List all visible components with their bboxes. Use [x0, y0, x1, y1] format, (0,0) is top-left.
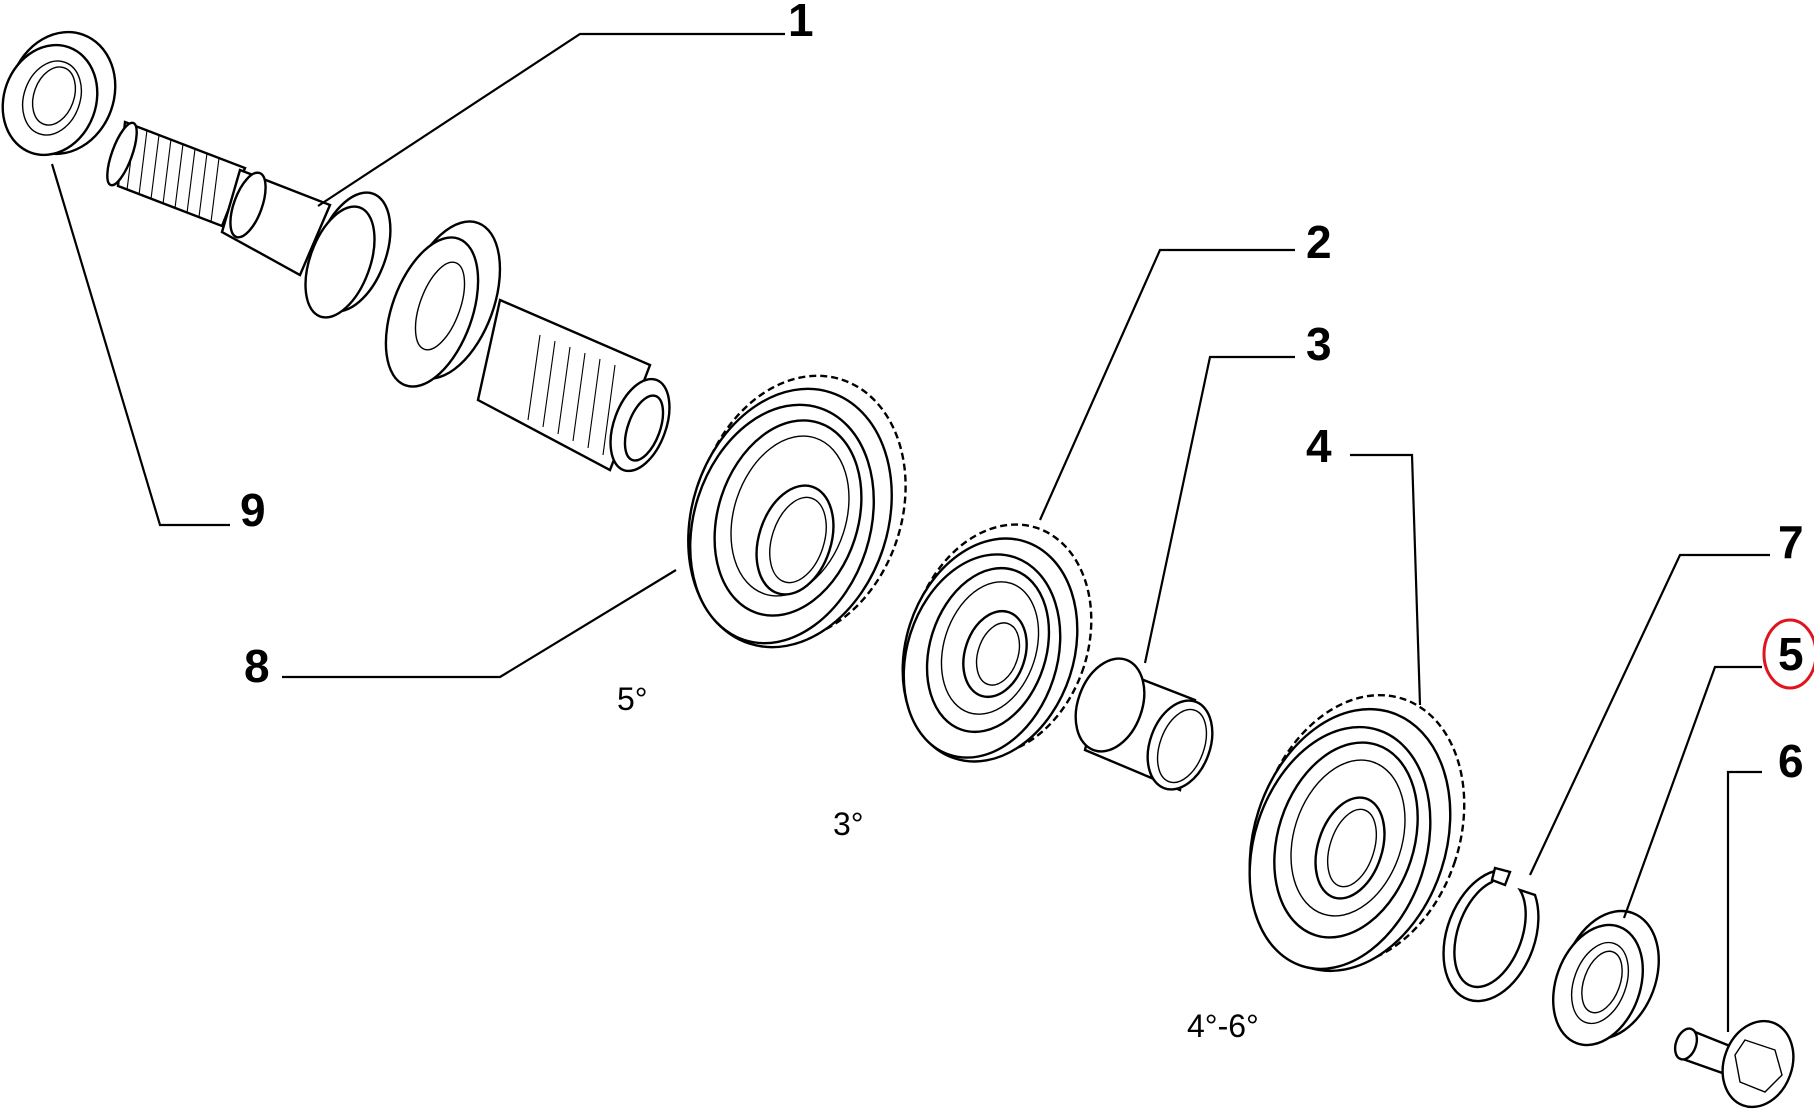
callout-8: 8: [244, 640, 270, 692]
bearing-5: [1551, 909, 1660, 1047]
sleeve-3: [1074, 657, 1214, 792]
gear-label-4th-6th: 4°-6°: [1187, 1008, 1259, 1044]
leader-6: [1726, 770, 1762, 1032]
callout-4: 4: [1306, 420, 1332, 472]
leader-8: [282, 569, 677, 679]
leader-9: [50, 163, 230, 527]
bolt-6: [1673, 1019, 1795, 1109]
callout-1: 1: [788, 0, 814, 46]
leader-4: [1350, 453, 1422, 706]
callout-2: 2: [1306, 216, 1332, 268]
gear-label-5th: 5°: [617, 681, 648, 717]
gear-3rd-2: [901, 523, 1093, 763]
callout-9: 9: [240, 484, 266, 536]
snap-ring-7: [1442, 866, 1540, 1003]
callout-7: 7: [1778, 516, 1804, 568]
callout-6: 6: [1778, 735, 1804, 787]
leader-2: [1038, 248, 1295, 521]
leader-lines: [50, 32, 1770, 1032]
bearing-9: [1, 30, 117, 157]
gear-4th-6th-4: [1248, 693, 1466, 973]
highlight-circle: [1762, 618, 1814, 690]
callout-3: 3: [1306, 318, 1332, 370]
gear-5th-8: [687, 374, 907, 649]
leader-7: [1529, 553, 1770, 876]
leader-3: [1143, 355, 1295, 664]
main-shaft-1: [106, 120, 671, 473]
leader-5: [1622, 665, 1762, 919]
callout-5: 5: [1778, 628, 1804, 680]
leader-1: [317, 32, 785, 207]
gear-label-3rd: 3°: [833, 806, 864, 842]
